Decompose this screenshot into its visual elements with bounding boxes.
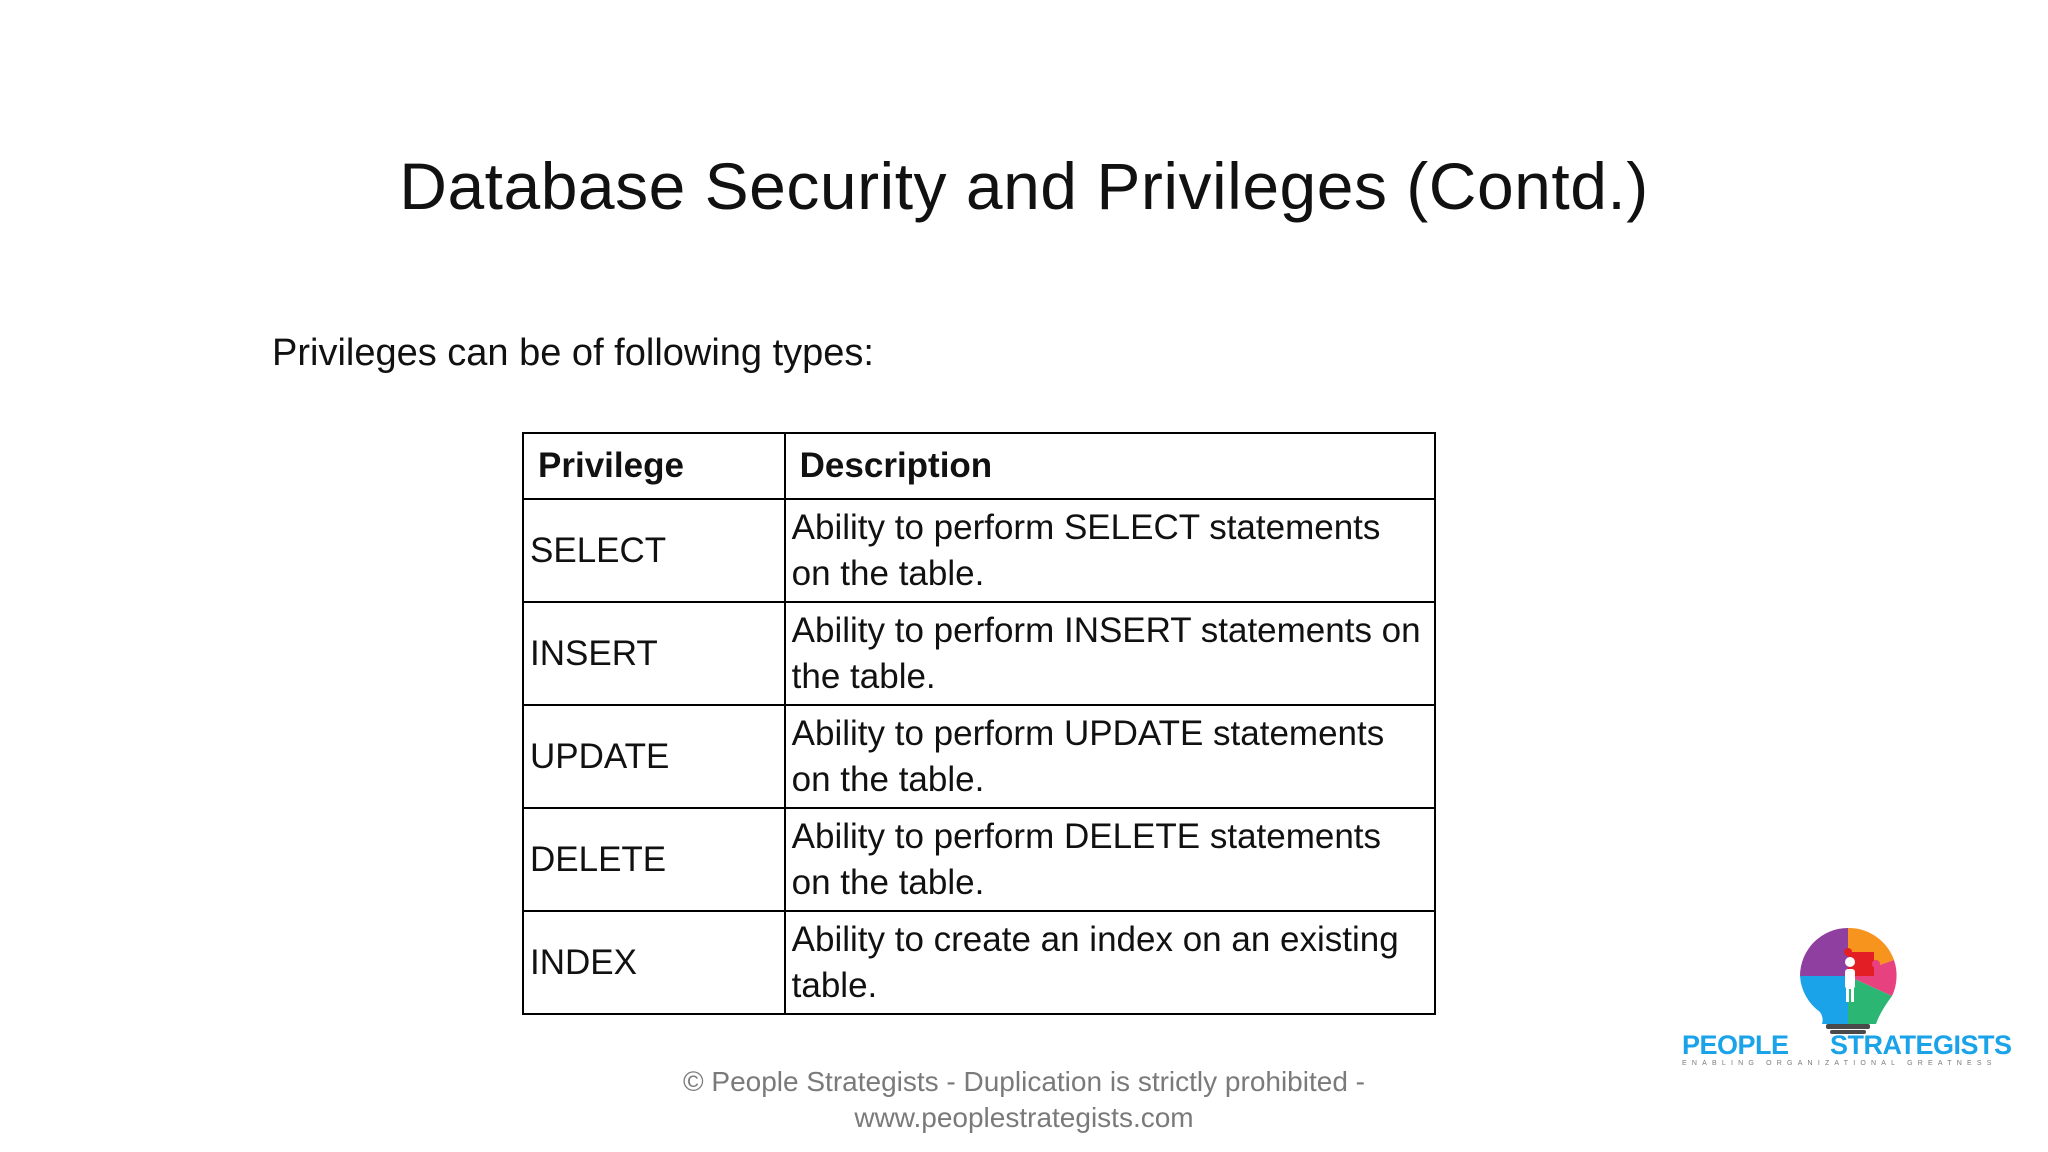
description-cell: Ability to perform DELETE statements on … [783,807,1437,912]
table-row: UPDATE Ability to perform UPDATE stateme… [522,704,1437,809]
table-row: INDEX Ability to create an index on an e… [522,910,1437,1015]
lightbulb-puzzle-icon [1800,927,1897,1034]
intro-text: Privileges can be of following types: [272,332,874,374]
logo-tagline: ENABLING ORGANIZATIONAL GREATNESS [1682,1060,1997,1067]
table-row: DELETE Ability to perform DELETE stateme… [522,807,1437,912]
table-row: SELECT Ability to perform SELECT stateme… [522,498,1437,603]
description-cell: Ability to perform SELECT statements on … [783,498,1437,603]
header-description: Description [783,432,1437,500]
privilege-cell: UPDATE [522,704,786,809]
table-header-row: Privilege Description [522,432,1437,500]
privilege-cell: INDEX [522,910,786,1015]
description-cell: Ability to create an index on an existin… [783,910,1437,1015]
header-privilege: Privilege [522,432,786,500]
logo-word-people: PEOPLE [1682,1030,1789,1060]
table-row: INSERT Ability to perform INSERT stateme… [522,601,1437,706]
copyright-footer: © People Strategists - Duplication is st… [0,1064,2048,1136]
footer-url: www.peoplestrategists.com [854,1102,1194,1133]
privileges-table: Privilege Description SELECT Ability to … [522,432,1437,1015]
privilege-cell: DELETE [522,807,786,912]
description-cell: Ability to perform UPDATE statements on … [783,704,1437,809]
description-cell: Ability to perform INSERT statements on … [783,601,1437,706]
logo-word-strategists: STRATEGISTS [1830,1030,2012,1060]
slide-title: Database Security and Privileges (Contd.… [399,149,1649,223]
footer-line-1: © People Strategists - Duplication is st… [682,1066,1366,1097]
privilege-cell: INSERT [522,601,786,706]
company-logo: PEOPLE STRATEGISTS ENABLING ORGANIZATION… [1680,916,2012,1086]
privilege-cell: SELECT [522,498,786,603]
